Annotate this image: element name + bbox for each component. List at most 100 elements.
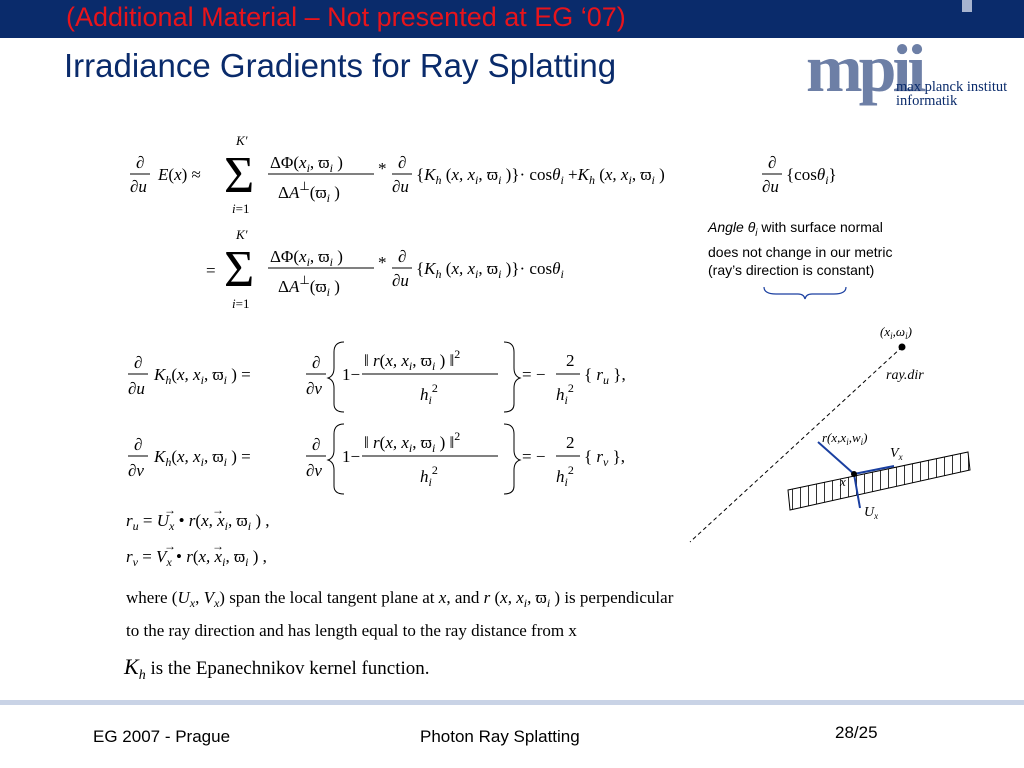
svg-text:hi2: hi2 [556,463,574,489]
kh-symbol: K [124,654,139,679]
svg-text:∂u: ∂u [130,177,147,196]
equation-3-svg: ∂ ∂u Kh(x, xi, ϖi ) = ∂ ∂v 1− ‖ r(x, xi,… [128,341,626,413]
footer-left: EG 2007 - Prague [93,727,231,746]
svg-text:∂v: ∂v [306,379,322,398]
svg-text:E(x) ≈: E(x) ≈ [157,165,201,184]
angle-word: Angle θ [708,219,756,235]
ray-splat-diagram: (xi,ωi) ray.dir r(x,xi,wi) Vx x Ux [689,324,971,543]
svg-text:{cosθi}: {cosθi} [786,165,837,187]
svg-text:hi2: hi2 [556,381,574,407]
svg-text:= −: = − [522,365,545,384]
u-label: Ux [864,505,878,521]
equation-5: ru = Ux • r(x, xi, ϖi ) , → → [124,503,384,533]
logo-line1: max planck institut [896,79,1008,95]
svg-text:*: * [378,159,387,178]
svg-text:∂u: ∂u [128,379,145,398]
photon-point [898,343,906,351]
equation-3: ∂ ∂u Kh(x, xi, ϖi ) = ∂ ∂v 1− ‖ r(x, xi,… [120,338,660,416]
svg-text:Σ: Σ [224,147,254,204]
footer-center: Photon Ray Splatting [420,727,580,746]
x-label: x [839,474,846,489]
svg-text:∂u: ∂u [392,177,409,196]
raydir-label: ray.dir [886,368,924,383]
note-line1-rest: with surface normal [757,219,883,235]
footer-page-number: 28/25 [835,723,878,742]
svg-text:i=1: i=1 [232,296,249,311]
svg-text:rv = Vx • r(x, xi, ϖi ) ,: rv = Vx • r(x, xi, ϖi ) , [126,547,267,568]
svg-text:2: 2 [566,351,575,370]
svg-text:∂: ∂ [398,153,406,172]
svg-text:{ ru },: { ru }, [584,365,626,387]
svg-text:∂u: ∂u [762,177,779,196]
logo-line2: informatik [896,93,958,109]
svg-text:*: * [378,253,387,272]
kh-sub: h [138,667,146,683]
equation-4: ∂ ∂v Kh(x, xi, ϖi ) = ∂ ∂v 1− ‖ r(x, xi,… [120,420,660,498]
header-bar [0,0,1024,38]
svg-text:→: → [212,542,224,553]
equation-4-svg: ∂ ∂v Kh(x, xi, ϖi ) = ∂ ∂v 1− ‖ r(x, xi,… [128,423,625,495]
svg-text:‖ r(x, xi, ϖi ) ‖2: ‖ r(x, xi, ϖi ) ‖2 [364,429,460,455]
u-vector [853,473,861,509]
where-line: where (Ux, Vx) span the local tangent pl… [126,584,906,617]
r-label: r(x,xi,wi) [822,430,867,447]
r-vector [817,441,855,475]
svg-text:∂u: ∂u [392,271,409,290]
svg-text:Kh(x, xi, ϖi ) =: Kh(x, xi, ϖi ) = [153,447,251,469]
slide-title: Irradiance Gradients for Ray Splatting [64,47,617,84]
svg-text:∂: ∂ [768,153,776,172]
svg-text:→: → [164,506,176,517]
equation-5-svg: ru = Ux • r(x, xi, ϖi ) , → → [126,503,269,533]
svg-text:Σ: Σ [224,241,254,298]
svg-text:{Kh (x, xi, ϖi )}· cosθi +Kh (: {Kh (x, xi, ϖi )}· cosθi +Kh (x, xi, ϖi … [416,165,665,187]
svg-text:‖ r(x, xi, ϖi ) ‖2: ‖ r(x, xi, ϖi ) ‖2 [364,347,460,373]
mpi-logo-mark: mpii [806,30,926,106]
equation-6-svg: rv = Vx • r(x, xi, ϖi ) , → → [126,539,267,569]
svg-text:ΔΦ(xi, ϖi ): ΔΦ(xi, ϖi ) [270,247,343,269]
svg-text:{Kh (x, xi, ϖi )}· cosθi: {Kh (x, xi, ϖi )}· cosθi [416,259,564,281]
svg-text:{ rv },: { rv }, [584,447,625,469]
where-line-svg: where (Ux, Vx) span the local tangent pl… [126,588,674,610]
svg-text:∂: ∂ [312,435,320,454]
svg-text:= −: = − [522,447,545,466]
logo-accent-square [962,0,972,12]
svg-text:∂v: ∂v [128,461,144,480]
svg-text:∂: ∂ [134,435,142,454]
equation-2-svg: = K' Σ i=1 ΔΦ(xi, ϖi ) ΔA⊥(ϖi ) * ∂ ∂u {… [206,227,564,311]
photon-point-label: (xi,ωi) [880,324,912,341]
svg-text:→: → [212,506,224,517]
svg-text:ΔΦ(xi, ϖi ): ΔΦ(xi, ϖi ) [270,153,343,175]
angle-sub: i [755,227,758,239]
svg-text:2: 2 [566,433,575,452]
svg-text:hi2: hi2 [420,381,438,407]
note-brace [763,286,847,300]
note-line2: does not change in our metric [708,243,893,260]
svg-text:where (Ux, Vx) span the loca: where (Ux, Vx) span the local tangent pl… [126,588,674,610]
svg-text:∂v: ∂v [306,461,322,480]
svg-text:∂: ∂ [398,247,406,266]
kernel-line: Kh is the Epanechnikov kernel function. [124,654,430,684]
svg-text:ΔA⊥(ϖi ): ΔA⊥(ϖi ) [278,179,340,205]
ray-line [689,346,903,543]
equation-1-svg: ∂ ∂u E(x) ≈ K' Σ i=1 ΔΦ(xi, ϖi ) ΔA⊥(ϖi … [130,133,837,216]
equation-2: = K' Σ i=1 ΔΦ(xi, ϖi ) ΔA⊥(ϖi ) * ∂ ∂u {… [200,222,640,314]
x-point [851,471,857,477]
surface-plane [787,451,971,511]
svg-text:1−: 1− [342,365,360,384]
svg-text:1−: 1− [342,447,360,466]
v-label: Vx [890,446,903,462]
slide-subtitle: (Additional Material – Not presented at … [66,2,626,32]
svg-text:∂: ∂ [312,353,320,372]
svg-text:∂: ∂ [134,353,142,372]
angle-note: Angle θi with surface normal does not ch… [708,218,892,279]
equation-1: ∂ ∂u E(x) ≈ K' Σ i=1 ΔΦ(xi, ϖi ) ΔA⊥(ϖi … [128,130,868,220]
svg-text:→: → [164,542,176,553]
note-line3: (ray’s direction is constant) [708,261,875,278]
svg-text:ru = Ux • r(x, xi, ϖi ) ,: ru = Ux • r(x, xi, ϖi ) , [126,511,269,532]
svg-text:hi2: hi2 [420,463,438,489]
mpi-logo-text: max planck institut informatik [896,79,1008,109]
equation-6: rv = Vx • r(x, xi, ϖi ) , → → [124,539,384,569]
footer-rule [0,700,1024,705]
svg-text:K': K' [235,133,248,148]
svg-text:∂: ∂ [136,153,144,172]
